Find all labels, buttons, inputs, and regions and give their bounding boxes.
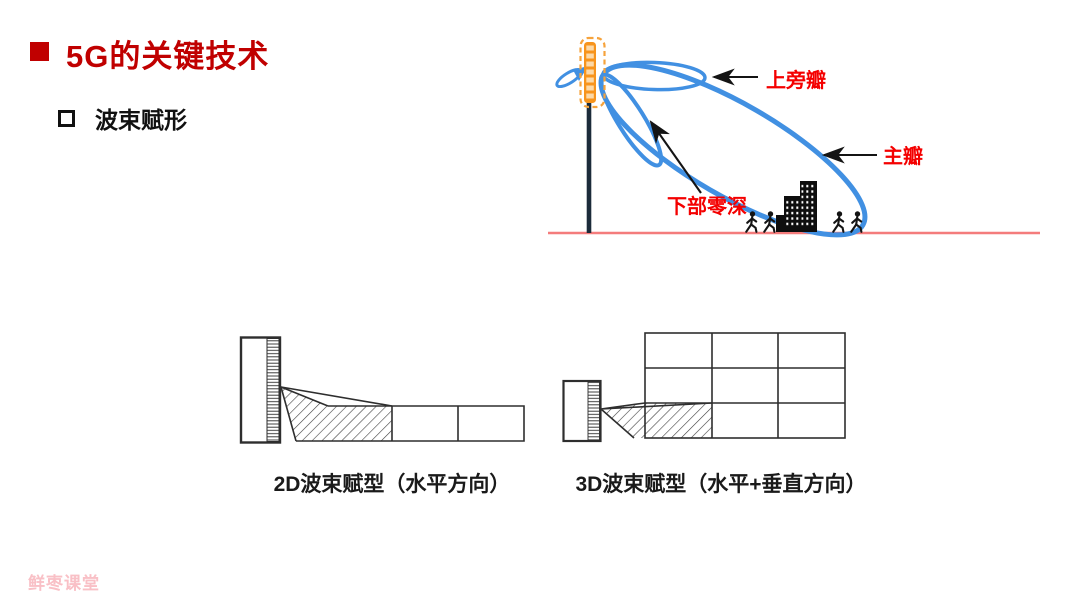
subtitle-bullet-square-icon: [58, 110, 75, 127]
label-upper-side-lobe: 上旁瓣: [766, 68, 826, 92]
beam-fan-lines-2d: [280, 386, 393, 442]
pedestrian-icon: [832, 210, 845, 233]
antenna-panel-2d-hatch-strip: [266, 338, 280, 442]
title-bullet-square-icon: [30, 42, 49, 61]
beam-lobes: [555, 60, 868, 238]
cell-grid-lines-3d: [645, 333, 845, 438]
annotation-arrows: [649, 68, 877, 194]
beamforming-3d-figure: [562, 332, 846, 443]
antenna-panel-3d-hatch-strip: [587, 381, 600, 441]
cell-row-outline-2d: [296, 405, 525, 442]
antenna-segments: [586, 45, 594, 99]
cell-grid-outline-3d: [644, 332, 846, 439]
beam-fan-lines-3d: [600, 402, 713, 439]
antenna-panel-icon: [579, 36, 606, 109]
upper-side-lobe-ellipse: [601, 60, 707, 92]
watermark: 鲜枣课堂: [28, 574, 100, 593]
beam-hatch-3d: [601, 403, 712, 438]
antenna-dashed-outline: [579, 36, 606, 109]
cell-dividers-2d: [391, 406, 459, 441]
lower-null-arrow-icon: [649, 120, 702, 194]
beam-pattern-diagram: 上旁瓣 主瓣 下部零深: [548, 36, 1040, 238]
building-icon: [776, 181, 817, 232]
subtitle: 波束赋形: [95, 107, 187, 133]
beamforming-2d-figure: [239, 336, 525, 444]
pedestrian-icon: [745, 210, 758, 233]
beam-hatch-2d: [281, 387, 392, 441]
label-main-lobe: 主瓣: [883, 144, 923, 168]
caption-3d-beamforming: 3D波束赋型（水平+垂直方向）: [575, 473, 867, 496]
pedestrian-icon: [763, 210, 776, 233]
caption-2d-beamforming: 2D波束赋型（水平方向）: [273, 473, 511, 496]
label-lower-null: 下部零深: [667, 194, 747, 218]
page-title: 5G的关键技术: [66, 39, 270, 74]
